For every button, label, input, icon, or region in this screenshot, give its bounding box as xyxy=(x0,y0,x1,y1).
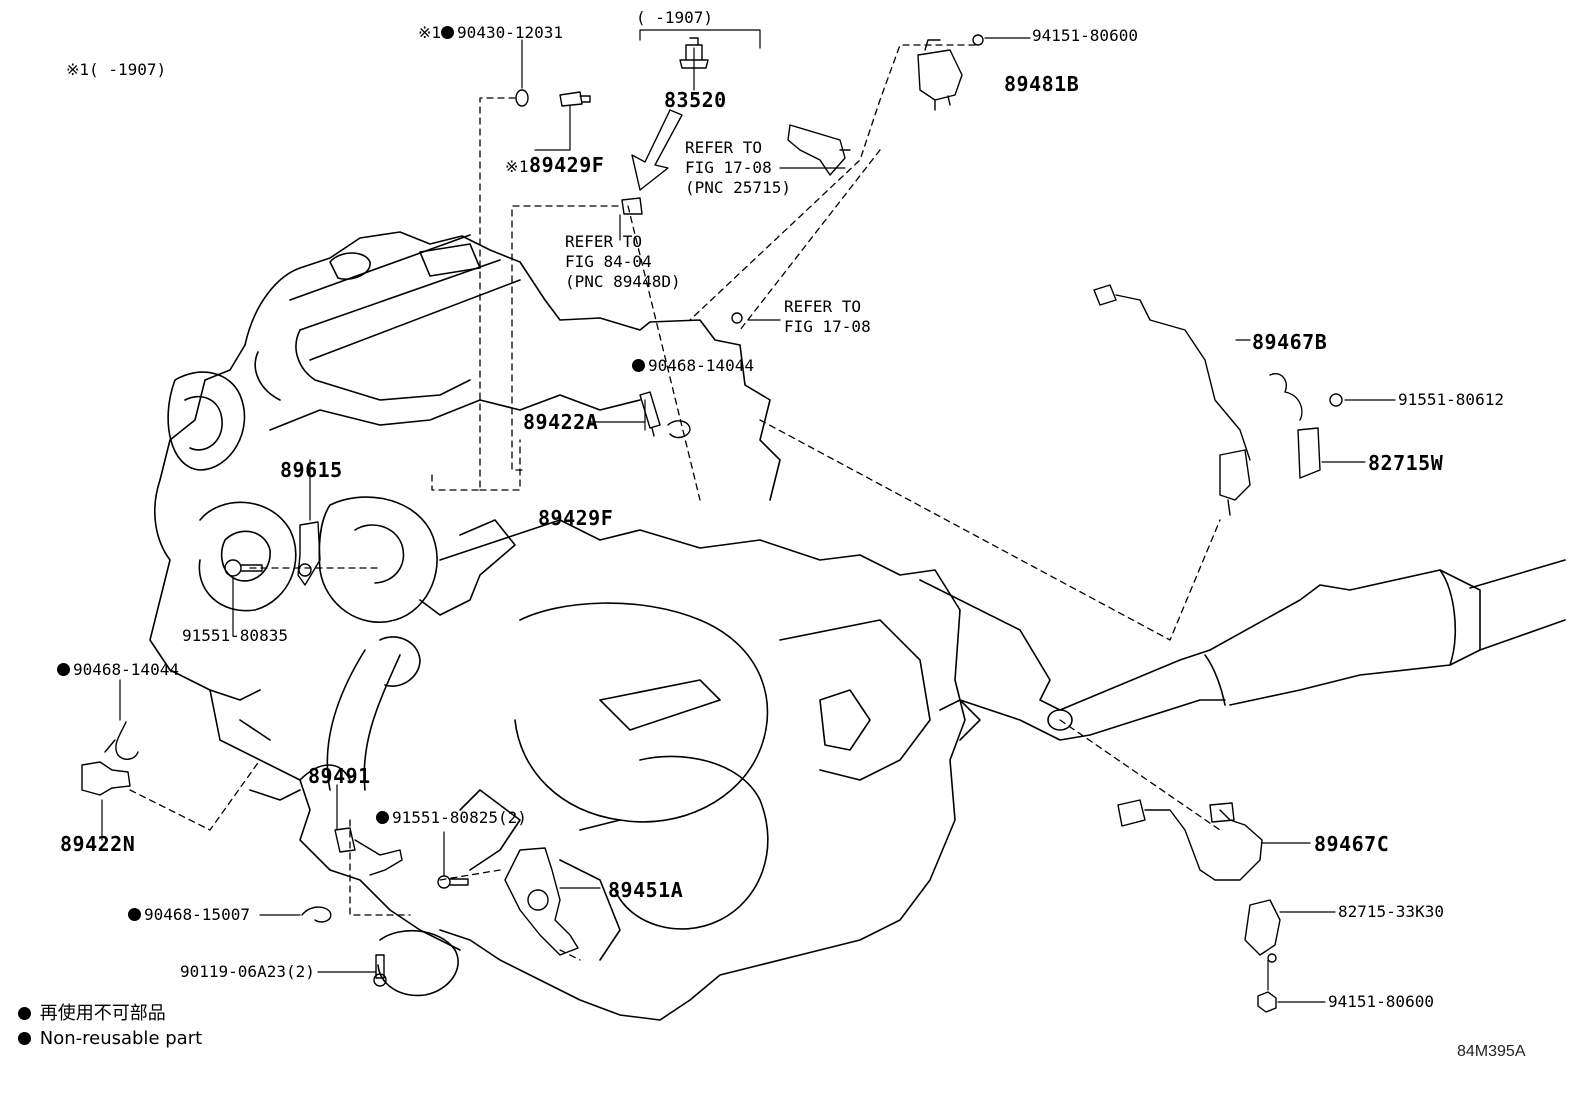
note-header: ※1( -1907) xyxy=(66,62,166,78)
exhaust-pipe-illustration xyxy=(919,559,1566,741)
refer-fig-84-04-pnc-89448D[interactable]: REFER TO FIG 84-04 (PNC 89448D) xyxy=(565,232,681,292)
non-reusable-dot-icon xyxy=(57,663,70,676)
non-reusable-dot-icon xyxy=(18,1032,31,1045)
label-91551-80612[interactable]: 91551-80612 xyxy=(1398,390,1504,409)
label-89467B[interactable]: 89467B xyxy=(1252,330,1328,354)
part-number: 90468-14044 xyxy=(648,356,754,375)
label-91551-80825[interactable]: 91551-80825(2) xyxy=(376,810,527,826)
refer-line: FIG 84-04 xyxy=(565,252,652,271)
label-82715W[interactable]: 82715W xyxy=(1368,451,1444,475)
non-reusable-dot-icon xyxy=(441,26,455,39)
label-94151-80600-top[interactable]: 94151-80600 xyxy=(1032,26,1138,45)
solid-leaders xyxy=(101,29,1396,1003)
note-range: ( -1907) xyxy=(89,60,167,79)
label-89491[interactable]: 89491 xyxy=(308,764,371,788)
part-number: 90468-14044 xyxy=(73,660,179,679)
label-90119-06A23[interactable]: 90119-06A23(2) xyxy=(180,962,315,981)
legend-line-english: Non-reusable part xyxy=(18,1030,202,1048)
part-number: 91551-80825(2) xyxy=(392,808,527,827)
non-reusable-dot-icon xyxy=(632,359,645,372)
label-91551-80835[interactable]: 91551-80835 xyxy=(182,626,288,645)
legend-text: 再使用不可部品 xyxy=(39,1003,166,1024)
label-83520[interactable]: 83520 xyxy=(664,88,727,112)
refer-fig-17-08-pnc-25715[interactable]: REFER TO FIG 17-08 (PNC 25715) xyxy=(685,138,791,198)
label-89467C[interactable]: 89467C xyxy=(1314,832,1390,856)
non-reusable-dot-icon xyxy=(376,811,389,824)
refer-line: FIG 17-08 xyxy=(685,158,772,177)
engine-block-illustration xyxy=(149,231,966,1021)
label-90468-14044-left[interactable]: 90468-14044 xyxy=(57,662,179,678)
refer-line: REFER TO xyxy=(784,297,862,316)
refer-line: FIG 17-08 xyxy=(784,317,871,336)
label-89422N[interactable]: 89422N xyxy=(60,832,136,856)
part-number: 90430-12031 xyxy=(457,23,564,42)
label-90430-12031[interactable]: ※1 90430-12031 xyxy=(418,25,563,41)
top-range-label: ( -1907) xyxy=(636,8,714,27)
non-reusable-dot-icon xyxy=(128,908,141,921)
note-mark: ※1 xyxy=(505,157,530,176)
label-90468-15007[interactable]: 90468-15007 xyxy=(128,907,250,923)
note-mark: ※1 xyxy=(418,23,442,42)
dashed-leaders xyxy=(129,44,1221,961)
refer-line: REFER TO xyxy=(565,232,643,251)
label-89429F-mid[interactable]: 89429F xyxy=(538,506,614,530)
non-reusable-dot-icon xyxy=(18,1007,31,1020)
refer-line: (PNC 89448D) xyxy=(565,272,681,291)
part-number: 90468-15007 xyxy=(144,905,250,924)
part-icons xyxy=(81,34,1343,1013)
legend-text: Non-reusable part xyxy=(39,1028,203,1049)
label-90468-14044-upper[interactable]: 90468-14044 xyxy=(632,358,754,374)
label-89451A[interactable]: 89451A xyxy=(608,878,684,902)
refer-fig-17-08[interactable]: REFER TO FIG 17-08 xyxy=(784,297,871,337)
label-89615[interactable]: 89615 xyxy=(280,458,343,482)
label-94151-80600-bottom[interactable]: 94151-80600 xyxy=(1328,992,1434,1011)
part-number: 89429F xyxy=(529,153,605,177)
refer-line: REFER TO xyxy=(685,138,763,157)
note-mark: ※1 xyxy=(66,60,90,79)
label-82715-33K30[interactable]: 82715-33K30 xyxy=(1338,902,1444,921)
label-89481B[interactable]: 89481B xyxy=(1004,72,1080,96)
refer-line: (PNC 25715) xyxy=(685,178,791,197)
diagram-code: 84M395A xyxy=(1457,1043,1526,1060)
label-89422A[interactable]: 89422A xyxy=(523,410,599,434)
label-89429F-top[interactable]: ※189429F xyxy=(505,155,604,175)
legend-line-japanese: 再使用不可部品 xyxy=(18,1005,166,1023)
